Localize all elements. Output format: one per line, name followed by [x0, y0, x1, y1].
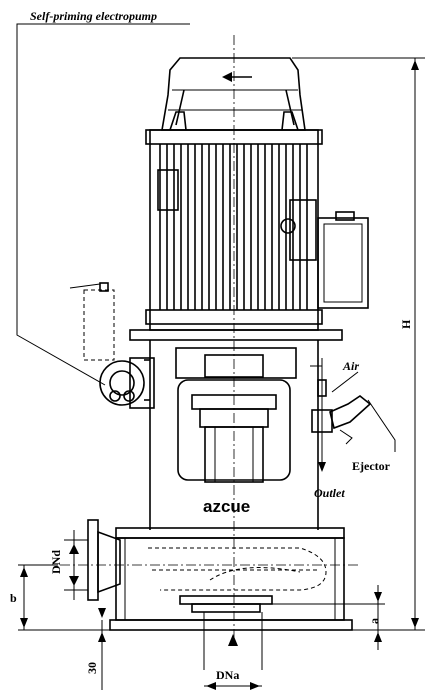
- dim-h-label: H: [399, 319, 413, 329]
- title-label: Self-priming electropump: [30, 9, 157, 23]
- dim-h: [292, 57, 425, 631]
- dim-b: [18, 564, 110, 631]
- dim-30: [98, 608, 106, 690]
- dim-b-label: b: [10, 591, 17, 605]
- terminal-box: [317, 211, 369, 309]
- dim-dna-label: DNa: [216, 668, 239, 682]
- ejector: [310, 358, 396, 472]
- dim-dnd-label: DNd: [49, 550, 63, 574]
- cooling-fins: [159, 144, 308, 310]
- outlet-label: Outlet: [314, 486, 345, 500]
- brand-label: azcue: [203, 497, 250, 516]
- air-label: Air: [342, 359, 359, 373]
- dim-a: [272, 585, 385, 650]
- discharge-flange: [60, 519, 360, 601]
- priming-pump: [69, 282, 155, 409]
- ejector-label: Ejector: [352, 459, 391, 473]
- title-leader: [16, 23, 106, 386]
- dim-a-label: a: [367, 618, 381, 624]
- dim-30-label: 30: [85, 662, 99, 674]
- motor-flange: [129, 329, 343, 530]
- dim-dna: [204, 682, 262, 690]
- motor-body: [145, 111, 323, 331]
- base-tank: [109, 527, 353, 670]
